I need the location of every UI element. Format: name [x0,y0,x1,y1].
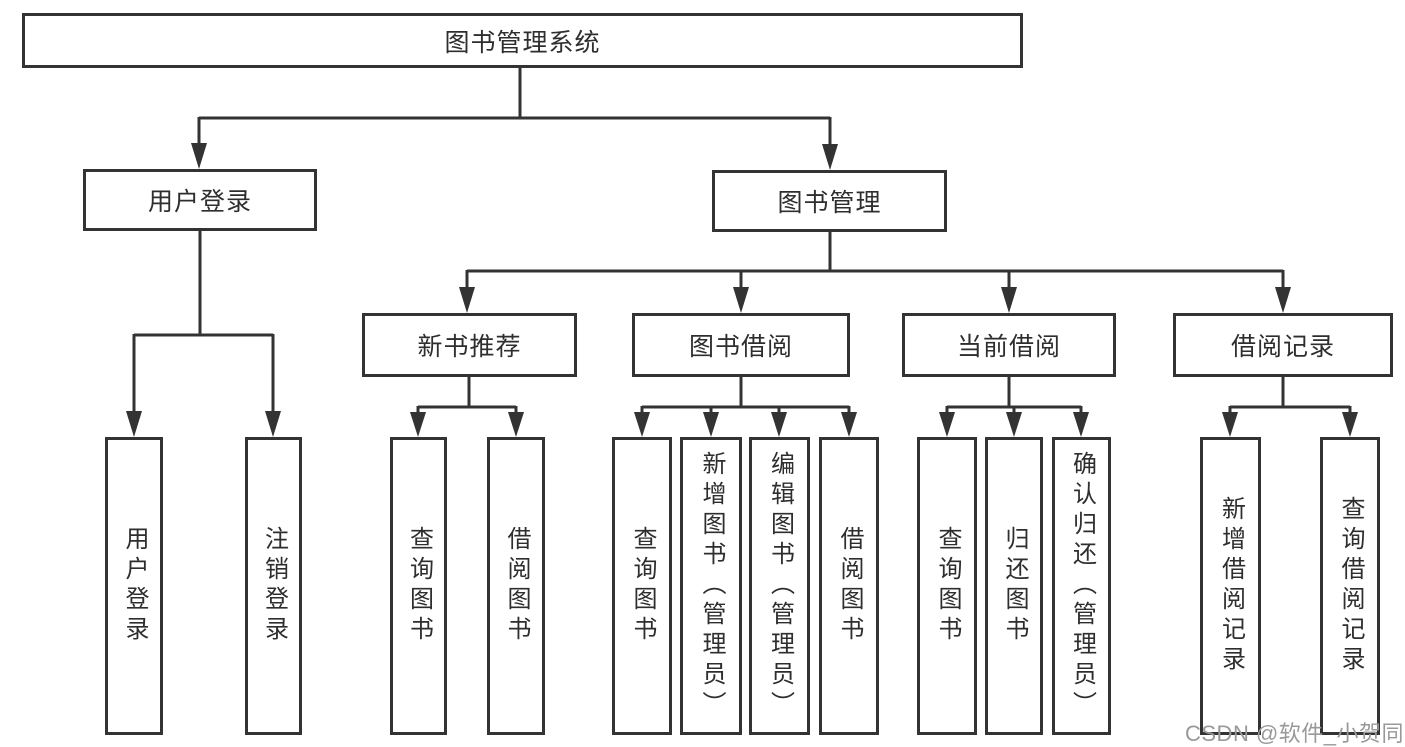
node-book-management-label: 图书管理 [777,189,882,217]
node-new-book-recommendation: 新书推荐 [362,313,577,377]
leaf-edit-books-admin: 编辑图书（管理员） [749,437,810,735]
arrowheads [126,143,1358,437]
leaf-borrow-books-recommend: 借阅图书 [487,437,545,735]
leaf-label: 注销登录 [260,526,288,646]
leaf-return-books: 归还图书 [985,437,1043,735]
node-current-borrowing: 当前借阅 [902,313,1116,377]
node-label: 借阅记录 [1230,333,1335,361]
leaf-add-books-admin: 新增图书（管理员） [680,437,742,735]
node-book-borrowing: 图书借阅 [632,313,850,377]
leaf-query-books-recommend: 查询图书 [390,437,447,735]
leaf-confirm-return-admin: 确认归还（管理员） [1052,437,1111,735]
leaf-label: 查询借阅记录 [1337,496,1364,676]
leaf-label: 用户登录 [121,526,148,646]
node-label: 新书推荐 [417,333,522,361]
csdn-watermark: CSDN @软件_小贺同学 [1185,721,1405,746]
node-borrowing-records: 借阅记录 [1173,313,1393,377]
node-root: 图书管理系统 [22,13,1023,68]
leaf-add-borrow-record: 新增借阅记录 [1200,437,1261,735]
leaf-label: 查询图书 [629,526,656,646]
node-user-login: 用户登录 [83,169,317,231]
leaf-query-books-borrowing: 查询图书 [612,437,672,735]
leaf-query-borrow-record: 查询借阅记录 [1320,437,1380,735]
node-root-label: 图书管理系统 [444,28,601,57]
leaf-label: 编辑图书（管理员） [766,451,794,721]
node-label: 图书借阅 [688,333,793,361]
leaf-label: 借阅图书 [836,526,863,646]
node-user-login-label: 用户登录 [147,188,252,216]
leaf-logout-login: 注销登录 [245,437,302,735]
leaf-label: 查询图书 [934,526,961,646]
leaf-query-books-current: 查询图书 [917,437,977,735]
leaf-label: 归还图书 [1001,526,1028,646]
node-label: 当前借阅 [956,333,1061,361]
leaf-label: 查询图书 [405,526,433,646]
node-book-management: 图书管理 [712,170,947,232]
leaf-label: 新增图书（管理员） [698,451,725,721]
leaf-label: 确认归还（管理员） [1068,451,1096,721]
leaf-user-login: 用户登录 [105,437,163,735]
leaf-label: 借阅图书 [503,526,530,646]
leaf-label: 新增借阅记录 [1217,496,1245,676]
leaf-borrow-books-borrowing: 借阅图书 [819,437,879,735]
